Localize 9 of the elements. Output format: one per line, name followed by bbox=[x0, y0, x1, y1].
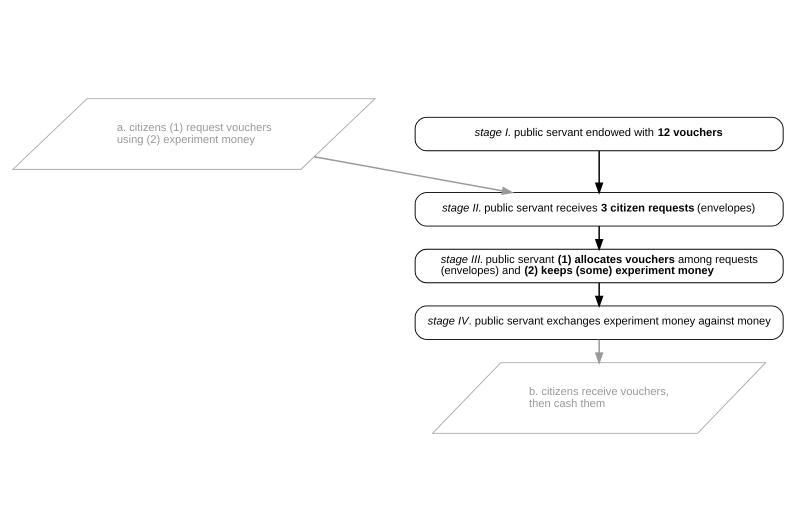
arrow bbox=[594, 339, 604, 364]
node-box: stage II. public servant receives 3 citizen requests (envelopes) bbox=[414, 192, 784, 226]
node-box: stage IV. public servant exchanges experiment money against money bbox=[414, 305, 784, 340]
arrow bbox=[594, 226, 604, 251]
node-box: stage I. public servant endowed with 12 vouchers bbox=[414, 116, 784, 151]
arrow bbox=[314, 156, 514, 194]
arrow bbox=[594, 150, 604, 194]
node-box: stage III. public servant (1) allocates vouchers among requests (envelopes) and (2) keeps (some) experiment money bbox=[414, 248, 784, 283]
arrow bbox=[594, 282, 604, 308]
